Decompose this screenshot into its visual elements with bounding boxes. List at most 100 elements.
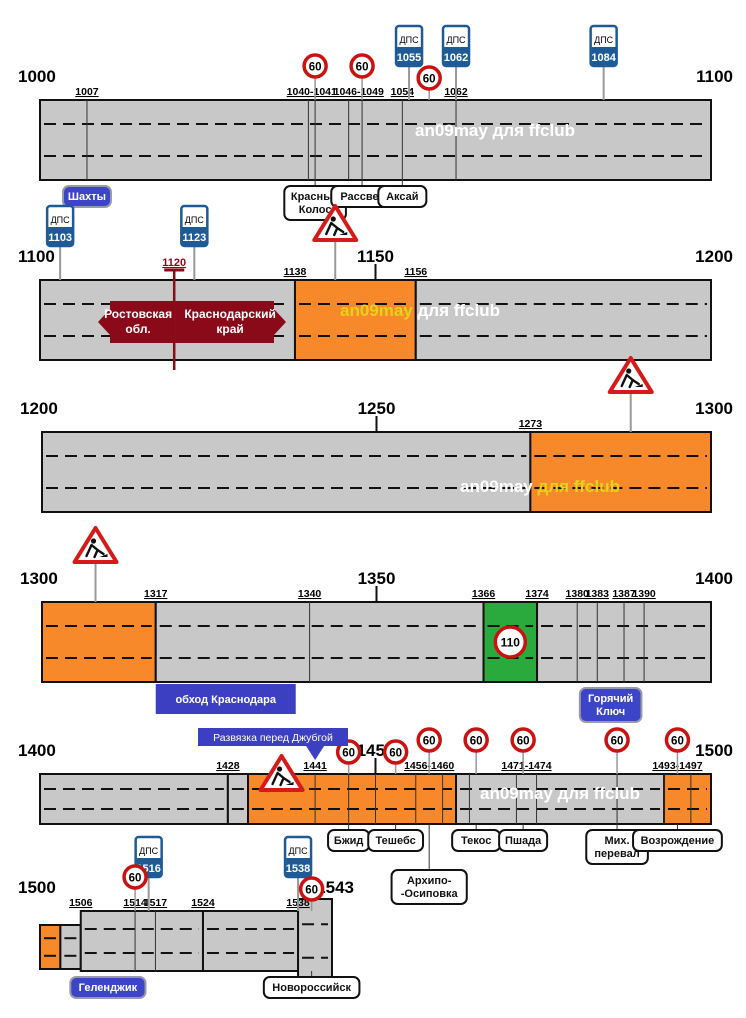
police-post-sign-icon: ДПС 1084 [589,24,618,100]
junction-arrow-icon [306,746,325,760]
speed-limit-value: 60 [611,736,624,748]
junction-marker: Развязка перед Джубгой [198,728,348,760]
place-label-text: Тешебс [376,835,416,847]
km-minor-label: 1524 [191,897,215,909]
speed-limit-value: 60 [423,74,436,86]
road-segment-normal [414,279,712,361]
road-segment-works [663,773,713,825]
place-label-text: Возрождение [641,835,715,847]
roadworks-sign-icon [607,356,654,432]
speed-limit-value: 60 [389,748,402,760]
km-minor-label: 1156 [404,266,427,278]
place-label-text: Геленджик [79,982,138,994]
police-post-km: 1123 [182,232,206,244]
speed-limit-sign-icon: 60 [382,739,409,774]
road-segment-works [39,924,62,970]
km-major-label: 1300 [695,399,733,418]
km-minor-label: 1471-1474 [501,760,551,772]
speed-limit-value: 60 [342,748,355,760]
place-label: Геленджик [69,976,147,999]
place-label-text: обход Краснодара [175,694,276,706]
place-label: Пшада [498,824,549,852]
place-label-text: Пшада [505,835,542,847]
region-arrow-right [175,301,286,343]
roadworks-sign-icon [312,204,359,280]
km-major-label: 1350 [358,569,396,588]
road-segment-normal [79,910,204,972]
place-label-text: Архипо- [407,875,452,887]
speed-limit-sign-icon: 60 [416,727,442,774]
watermark-text: an09may для ffclub [415,121,575,140]
km-major-label: 1500 [695,741,733,760]
police-post-sign-icon: ДПС 1103 [45,204,75,280]
place-label-text: Мих. [605,835,630,847]
police-post-caption: ДПС [446,35,466,45]
km-major-label: 1300 [20,569,58,588]
km-minor-label: 1273 [519,418,543,430]
road-segment-works [41,601,157,683]
police-post-km: 1084 [591,52,616,64]
speed-limit-sign-icon: 110 [493,625,528,659]
place-label-text: Красный [291,191,339,203]
place-label-text: Новороссийск [272,982,351,994]
speed-limit-sign-icon: 60 [416,65,442,100]
place-label: Текос [451,824,502,852]
km-major-label: 1150 [357,247,394,266]
watermark-text: an09may для ffclub [460,477,620,496]
place-label-text: перевал [594,848,639,860]
police-post-sign-icon: ДПС 1538 [283,835,313,911]
road-row-1400-1500: 140014501500142814411456-14601471-147414… [18,727,733,905]
road-segment-normal [297,898,333,984]
km-minor-label: 1441 [303,760,327,772]
speed-limit-sign-icon: 60 [664,727,691,774]
km-minor-label: 1374 [525,588,549,600]
police-post-km: 1062 [444,52,468,64]
road-segment-normal [39,773,229,825]
km-major-label: 1200 [20,399,58,418]
speed-limit-value: 60 [305,885,318,897]
watermark-text: an09may для ffclub [480,784,640,803]
police-post-km: 1538 [286,863,310,875]
road-segment-normal [41,431,532,513]
km-minor-label: 1383 [586,588,610,600]
place-label: обход Краснодара [155,684,296,714]
place-label: Тешебс [367,824,425,852]
place-label-text: Рассвет [340,191,384,203]
speed-limit-value: 110 [501,636,521,650]
speed-limit-sign-icon: 60 [302,53,328,100]
km-minor-label: 1054 [391,86,415,98]
police-post-caption: ДПС [51,215,71,225]
region-right-name: край [216,322,243,336]
police-post-caption: ДПС [594,35,614,45]
place-label-text: Горячий [588,693,633,705]
road-row-1500-1543: 1500154315061514151715241538ДПС1516ДПС15… [18,835,361,999]
km-minor-label: 1138 [284,266,307,278]
region-border-km: 1120 [162,257,186,269]
police-post-caption: ДПС [289,846,309,856]
km-minor-label: 1040-1041 [287,86,337,98]
km-major-label: 1200 [695,247,733,266]
km-major-label: 1500 [18,878,56,897]
road-segment-normal [59,924,82,970]
speed-limit-value: 60 [517,736,530,748]
km-minor-label: 1380 [566,588,590,600]
km-major-label: 1400 [695,569,733,588]
road-row-1000-1100: 1000110010071040-10411046-104910541062ДП… [18,24,733,221]
km-minor-label: 1506 [69,897,93,909]
km-minor-label: 1366 [472,588,496,600]
road-segment-normal [226,773,250,825]
place-label: Аксай [377,180,428,208]
roadworks-sign-icon [72,526,119,602]
speed-limit-value: 60 [356,62,369,74]
road-segment-normal [154,601,485,683]
road-segment-works [293,279,417,361]
region-right-name: Краснодарский [184,307,275,321]
speed-limit-value: 60 [309,62,322,74]
place-label: Новороссийск [262,971,361,999]
police-post-sign-icon: ДПС 1062 [441,24,471,100]
km-minor-label: 1007 [75,86,99,98]
police-post-km: 1103 [48,232,72,244]
